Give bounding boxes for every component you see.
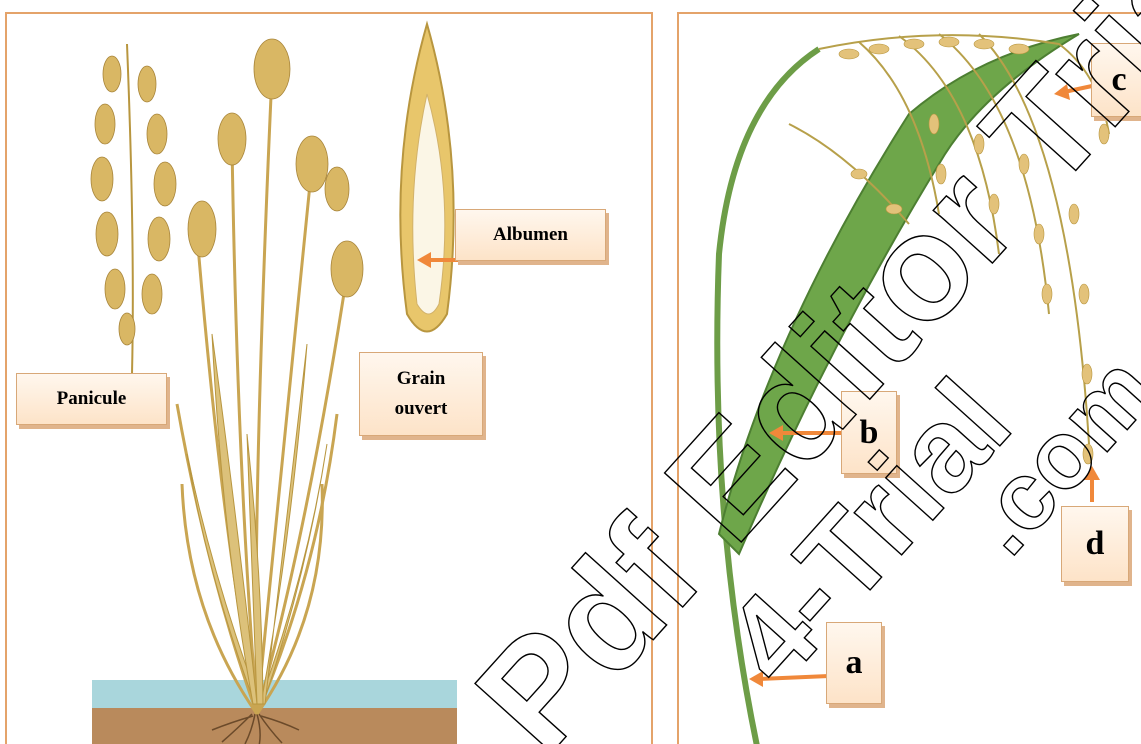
- right-illustration-panel: a b c d: [677, 12, 1141, 744]
- arrow-a: [759, 676, 829, 679]
- open-grain-label-line2: ouvert: [395, 394, 448, 424]
- open-grain-label: Grain ouvert: [359, 352, 483, 436]
- label-b: b: [841, 391, 897, 474]
- left-illustration-panel: Panicule Grain ouvert Albumen: [5, 12, 653, 744]
- panicle-illustration: [91, 44, 176, 374]
- label-a: a: [826, 622, 882, 704]
- label-c-text: c: [1111, 61, 1126, 99]
- plant-panicles: [188, 39, 363, 297]
- panicle-label-text: Panicule: [57, 388, 127, 410]
- label-d: d: [1061, 506, 1129, 582]
- soil-layer: [92, 708, 457, 744]
- open-grain-label-line1: Grain: [397, 364, 446, 394]
- albumen-label-text: Albumen: [493, 224, 568, 246]
- label-d-text: d: [1086, 525, 1105, 563]
- leaf-blade: [719, 34, 1079, 554]
- label-b-text: b: [860, 414, 879, 452]
- label-a-text: a: [846, 644, 863, 682]
- open-grain-illustration: [400, 24, 453, 332]
- label-c: c: [1091, 43, 1141, 117]
- panicle-label: Panicule: [16, 373, 167, 425]
- rice-stem-illustration: [679, 14, 1141, 744]
- albumen-label: Albumen: [455, 209, 606, 261]
